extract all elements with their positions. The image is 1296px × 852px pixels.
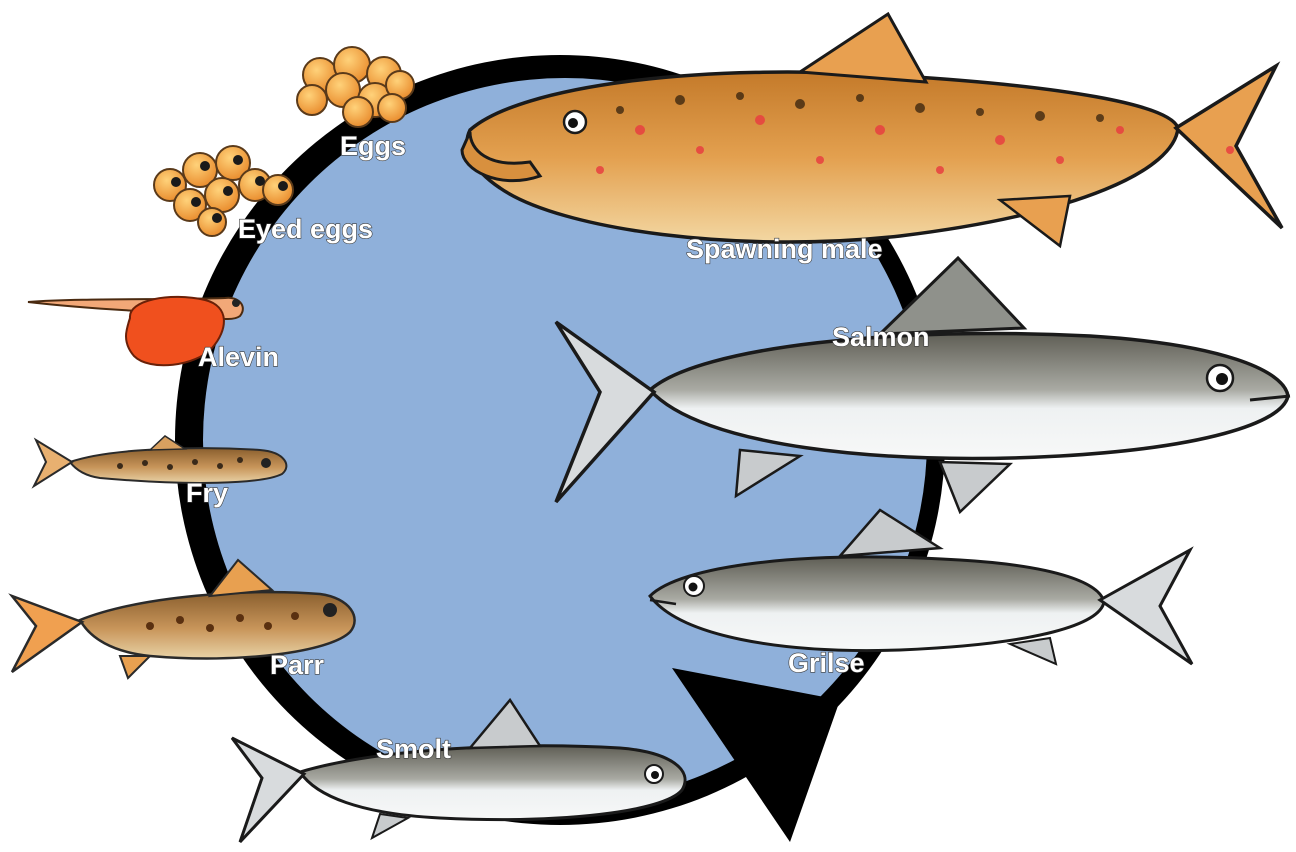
label-fry: Fry [186, 478, 228, 508]
label-eggs: Eggs [340, 131, 406, 161]
label-spawning-male: Spawning male [686, 234, 883, 264]
eggs-cluster [297, 47, 414, 127]
label-grilse: Grilse [788, 648, 865, 678]
label-smolt: Smolt [376, 734, 451, 764]
label-eyed-eggs: Eyed eggs [238, 214, 373, 244]
spawning-male-illustration [462, 14, 1282, 246]
label-parr: Parr [270, 650, 325, 680]
label-salmon: Salmon [832, 322, 930, 352]
label-alevin: Alevin [198, 342, 279, 372]
